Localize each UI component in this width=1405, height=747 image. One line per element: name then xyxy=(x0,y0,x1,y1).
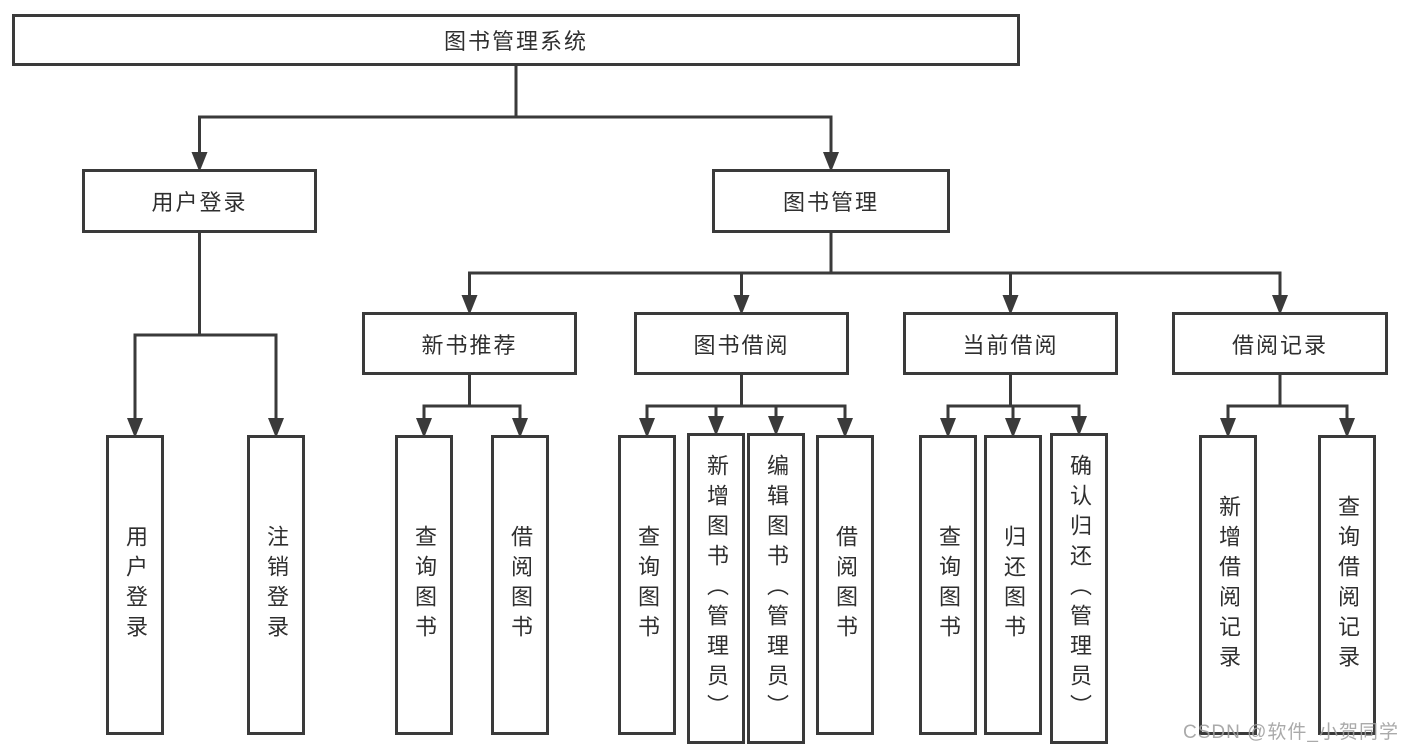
node-borrowing-records: 借阅记录 xyxy=(1172,312,1388,375)
node-new-book-recommend: 新书推荐 xyxy=(362,312,577,375)
node-leaf-logout: 注销登录 xyxy=(247,435,305,735)
node-leaf-query-borrow-record: 查询借阅记录 xyxy=(1318,435,1376,735)
node-book-management: 图书管理 xyxy=(712,169,950,233)
node-leaf-query-book-2: 查询图书 xyxy=(618,435,676,735)
connector-new-book-recommend xyxy=(416,374,528,438)
connector-user-login xyxy=(127,232,284,438)
connector-borrowing-records xyxy=(1220,374,1355,438)
node-leaf-add-book-admin: 新增图书（管理员） xyxy=(687,433,745,744)
node-leaf-query-book-3: 查询图书 xyxy=(919,435,977,735)
node-current-borrowing: 当前借阅 xyxy=(903,312,1118,375)
node-root: 图书管理系统 xyxy=(12,14,1020,66)
node-leaf-query-book-1: 查询图书 xyxy=(395,435,453,735)
node-leaf-return-book: 归还图书 xyxy=(984,435,1042,735)
node-leaf-user-login: 用户登录 xyxy=(106,435,164,735)
node-leaf-edit-book-admin: 编辑图书（管理员） xyxy=(747,433,805,744)
connector-book-management xyxy=(461,232,1288,315)
watermark-text: CSDN @软件_小贺同学 xyxy=(1183,722,1399,743)
connector-current-borrowing xyxy=(940,374,1087,438)
node-user-login: 用户登录 xyxy=(82,169,317,233)
node-leaf-add-borrow-record: 新增借阅记录 xyxy=(1199,435,1257,735)
connector-root xyxy=(191,65,839,172)
node-book-borrowing: 图书借阅 xyxy=(634,312,849,375)
node-leaf-confirm-return-admin: 确认归还（管理员） xyxy=(1050,433,1108,744)
connector-book-borrowing xyxy=(639,374,853,438)
node-leaf-borrow-book-2: 借阅图书 xyxy=(816,435,874,735)
node-leaf-borrow-book-1: 借阅图书 xyxy=(491,435,549,735)
